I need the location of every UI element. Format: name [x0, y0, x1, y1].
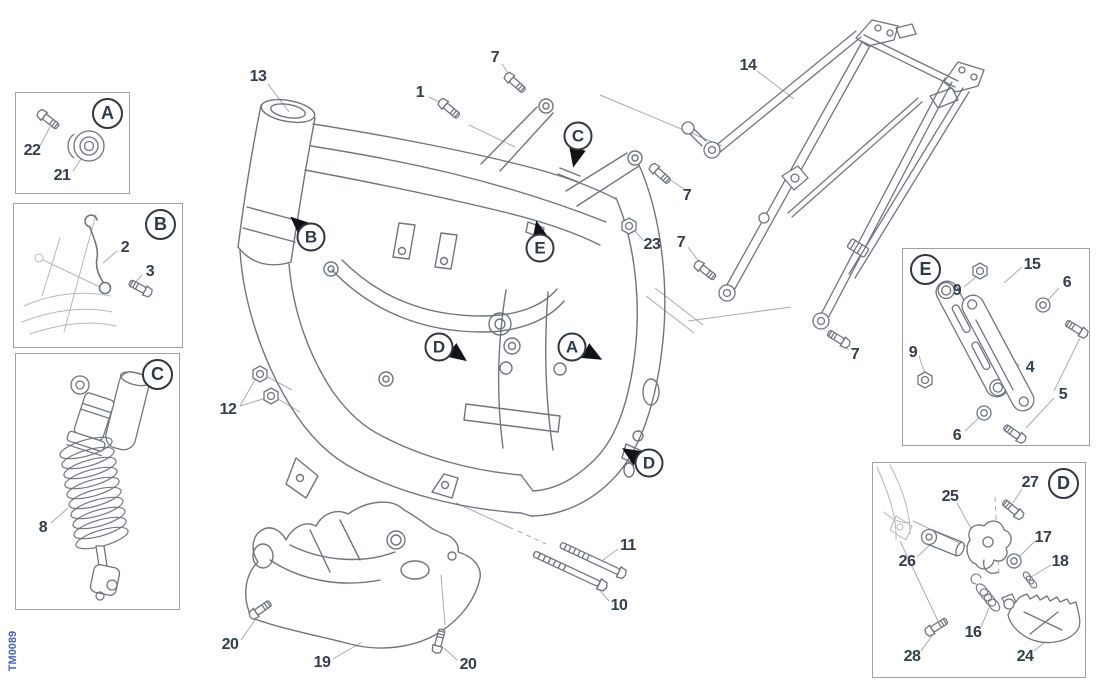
detail-box-badge-A[interactable]: A	[92, 98, 123, 129]
part-callout-7[interactable]: 7	[676, 234, 686, 251]
part-callout-20[interactable]: 20	[459, 656, 477, 673]
part-callout-9[interactable]: 9	[908, 344, 918, 361]
main-frame-drawing	[237, 98, 666, 517]
detail-box-badge-C[interactable]: C	[142, 359, 173, 390]
part-callout-8[interactable]: 8	[38, 519, 48, 536]
rear-subframe-drawing	[681, 19, 985, 330]
part-callout-17[interactable]: 17	[1034, 529, 1052, 546]
part-callout-15[interactable]: 15	[1023, 256, 1041, 273]
part-callout-19[interactable]: 19	[313, 654, 331, 671]
footpeg-spring	[970, 573, 1001, 612]
shock-spring	[59, 436, 129, 550]
part-callout-6[interactable]: 6	[952, 427, 962, 444]
detail-box-badge-E[interactable]: E	[910, 254, 941, 285]
part-callout-6[interactable]: 6	[1062, 274, 1072, 291]
part-callout-7[interactable]: 7	[850, 346, 860, 363]
part-callout-7[interactable]: 7	[682, 187, 692, 204]
part-callout-2[interactable]: 2	[120, 239, 130, 256]
skid-plate-drawing	[245, 501, 481, 649]
part-callout-5[interactable]: 5	[1058, 386, 1068, 403]
part-callout-26[interactable]: 26	[898, 553, 916, 570]
frame-marker-B[interactable]: B	[296, 222, 326, 252]
part-callout-24[interactable]: 24	[1016, 648, 1034, 665]
part-callout-27[interactable]: 27	[1021, 474, 1039, 491]
frame-marker-D[interactable]: D	[424, 332, 454, 362]
drawing-code: TM0089	[7, 630, 19, 672]
part-callout-3[interactable]: 3	[145, 263, 155, 280]
part-callout-18[interactable]: 18	[1051, 553, 1069, 570]
part-callout-21[interactable]: 21	[53, 167, 71, 184]
part-callout-16[interactable]: 16	[964, 624, 982, 641]
detail-box-badge-D[interactable]: D	[1048, 468, 1079, 499]
frame-marker-D[interactable]: D	[634, 448, 664, 478]
part-callout-22[interactable]: 22	[23, 142, 41, 159]
frame-marker-C[interactable]: C	[563, 121, 593, 151]
detail-box-badge-B[interactable]: B	[145, 209, 176, 240]
part-callout-25[interactable]: 25	[941, 488, 959, 505]
roller-drawing	[34, 107, 105, 162]
part-callout-13[interactable]: 13	[249, 68, 267, 85]
part-callout-4[interactable]: 4	[1025, 359, 1035, 376]
spring-pin	[1022, 571, 1038, 589]
fasteners-drawing	[246, 69, 853, 656]
frame-marker-E[interactable]: E	[525, 233, 555, 263]
part-callout-20[interactable]: 20	[221, 636, 239, 653]
shock-absorber-drawing	[59, 371, 151, 601]
leader-lines	[39, 63, 1081, 661]
part-callout-11[interactable]: 11	[620, 537, 636, 554]
part-callout-28[interactable]: 28	[903, 648, 921, 665]
frame-marker-A[interactable]: A	[557, 332, 587, 362]
footpeg-assembly-drawing	[876, 464, 1081, 644]
part-callout-14[interactable]: 14	[739, 57, 757, 74]
cable-guide-drawing	[21, 213, 155, 335]
part-callout-9[interactable]: 9	[952, 282, 962, 299]
part-callout-7[interactable]: 7	[490, 49, 500, 66]
part-callout-12[interactable]: 12	[219, 401, 237, 418]
part-callout-10[interactable]: 10	[610, 597, 628, 614]
part-callout-23[interactable]: 23	[643, 236, 661, 253]
linkage-plates-drawing	[917, 262, 1091, 446]
part-callout-1[interactable]: 1	[415, 84, 425, 101]
